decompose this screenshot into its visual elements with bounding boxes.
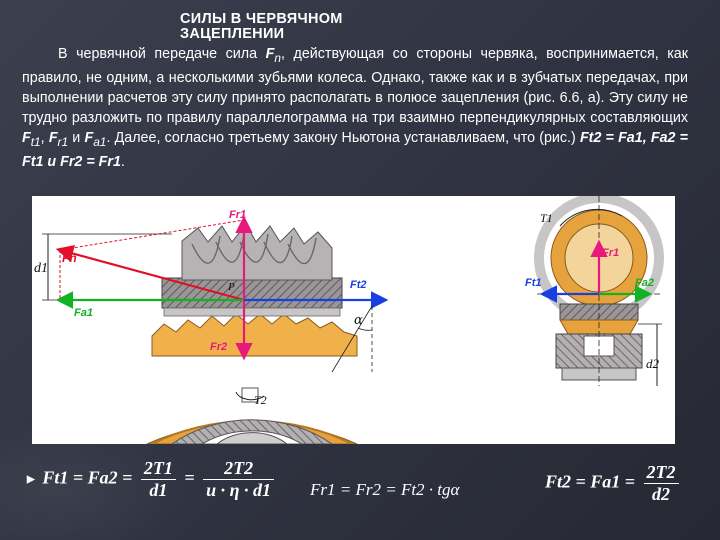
- label-d2: d2: [646, 356, 660, 371]
- label-t2: T2: [254, 393, 267, 407]
- sym-fn: Fn: [265, 46, 281, 65]
- label-alpha: α: [354, 313, 363, 328]
- label-fn: Fn: [62, 251, 77, 265]
- gear-figure: d1 α Fr1 Fn Fa1 Ft2 Fr2 P T2: [32, 193, 675, 445]
- bullet-1: ►: [24, 472, 38, 488]
- label-fr1-side: Fr1: [602, 247, 619, 259]
- label-d1: d1: [34, 261, 48, 276]
- para-seg-3: . Далее, согласно третьему закону Ньютон…: [106, 129, 580, 146]
- title-line-1: СИЛЫ В ЧЕРВЯЧНОМ: [180, 11, 343, 27]
- label-p: P: [227, 281, 235, 293]
- label-fa2-side: Fa2: [635, 277, 654, 289]
- worm: [161, 223, 343, 317]
- sym-ft1: Ft1: [22, 129, 41, 149]
- vector-fn: [55, 244, 245, 302]
- label-fa1: Fa1: [74, 307, 93, 319]
- formula-2: Fr1 = Fr2 = Ft2 · tgα: [310, 480, 460, 499]
- slide-title: СИЛЫ В ЧЕРВЯЧНОМ ЗАЦЕПЛЕНИИ: [180, 12, 440, 42]
- para-seg-1: В червячной передаче сила: [58, 46, 266, 62]
- sym-fa1: Fa1: [84, 129, 107, 149]
- para-seg-2: , действующая со стороны червяка, воспри…: [22, 46, 688, 126]
- title-line-2: ЗАЦЕПЛЕНИИ: [180, 26, 285, 42]
- worm-wheel: [146, 313, 358, 445]
- label-t1: T1: [540, 211, 553, 225]
- label-ft1-side: Ft1: [525, 277, 542, 289]
- worm-gear-diagram: d1 α Fr1 Fn Fa1 Ft2 Fr2 P T2: [34, 193, 664, 445]
- body-paragraph: В червячной передаче сила Fn, действующа…: [22, 46, 688, 170]
- label-fr1: Fr1: [229, 209, 246, 221]
- label-fr2: Fr2: [210, 341, 227, 353]
- equalities: Ft2 = Fa1, Fa2 = Ft1 и Fr2 = Fr1: [22, 129, 688, 170]
- sym-fr1: Fr1: [48, 129, 69, 149]
- label-ft2: Ft2: [350, 279, 367, 291]
